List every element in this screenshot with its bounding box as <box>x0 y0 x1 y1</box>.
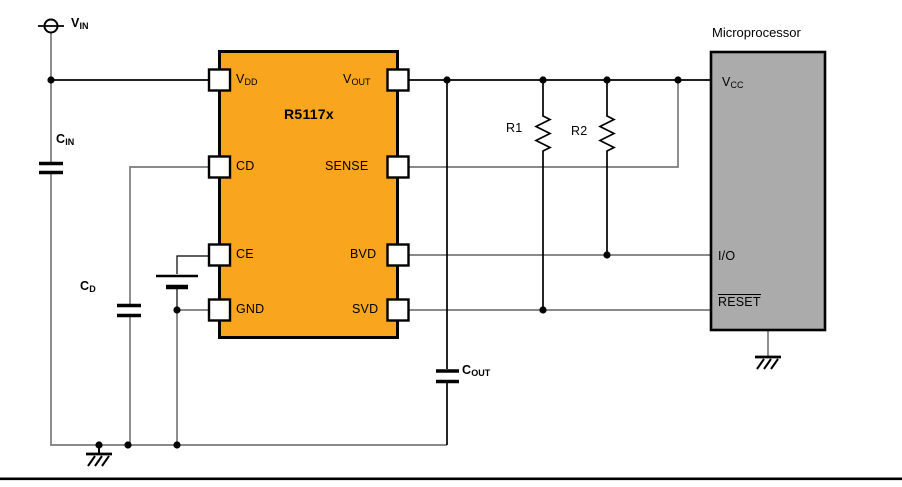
cin-capacitor <box>39 161 63 175</box>
ic-pin-label-gnd: GND <box>236 302 265 316</box>
microprocessor-title: Microprocessor <box>712 25 801 40</box>
gray-wires <box>50 33 769 446</box>
r1-resistor <box>534 80 552 310</box>
ic-pin-squares <box>207 68 410 322</box>
vin-label: VIN <box>71 16 89 31</box>
pin-square-gnd <box>207 298 232 322</box>
junction-dot <box>124 441 132 449</box>
junction-dots <box>47 76 682 449</box>
r1-resistor-path <box>534 80 552 310</box>
ic-pin-label-cd: CD <box>236 159 255 173</box>
wire-ce-net <box>176 255 208 274</box>
micro-pin-label-vcc: VCC <box>722 75 744 90</box>
ic-pin-label-bvd: BVD <box>350 247 377 261</box>
junction-dot <box>95 441 103 449</box>
ic-pin-label-sense: SENSE <box>325 159 369 173</box>
cd-label: CD <box>80 279 96 294</box>
junction-dot <box>539 76 547 84</box>
vin-terminal <box>38 18 64 34</box>
ic-block <box>218 50 399 339</box>
r2-resistor-path <box>598 80 616 255</box>
micro-pin-label-reset: RESET <box>718 294 761 309</box>
junction-dot <box>173 441 181 449</box>
wire-sense-net <box>409 80 679 168</box>
wire-left-and-bottom-rail <box>50 172 447 446</box>
cout-capacitor <box>436 369 459 384</box>
microprocessor-block <box>709 50 827 332</box>
cout-label: COUT <box>462 363 491 378</box>
wire-cd-net <box>129 166 208 304</box>
battery-symbol <box>156 274 198 290</box>
ground-left-hatches <box>87 455 110 467</box>
cin-label: CIN <box>56 132 75 147</box>
junction-dot <box>443 76 451 84</box>
micro-pin-label-io: I/O <box>718 249 736 263</box>
pin-square-vout <box>386 68 410 92</box>
junction-dot <box>47 76 55 84</box>
ground-symbol-micro <box>755 355 781 370</box>
ic-title: R5117x <box>283 106 335 122</box>
ic-pin-label-vdd: VDD <box>236 72 258 87</box>
pin-square-ce <box>207 243 232 267</box>
pin-square-svd <box>386 298 410 322</box>
pin-square-vdd <box>207 68 232 92</box>
ic-pin-label-ce: CE <box>236 247 254 261</box>
ic-pin-label-svd: SVD <box>352 302 379 316</box>
pin-square-bvd <box>386 243 410 267</box>
r2-label: R2 <box>571 124 588 138</box>
ground-micro-hatches <box>756 358 779 370</box>
junction-dot <box>603 76 611 84</box>
junction-dot <box>674 76 682 84</box>
vin-terminal-circle <box>43 18 59 34</box>
black-wires <box>51 79 711 445</box>
junction-dot <box>173 306 181 314</box>
junction-dot <box>539 306 547 314</box>
ic-pin-label-vout: VOUT <box>343 72 371 87</box>
pin-square-sense <box>386 155 410 179</box>
cd-capacitor <box>117 303 141 318</box>
pin-square-cd <box>207 155 232 179</box>
page-footer-rule <box>0 477 902 481</box>
r1-label: R1 <box>506 121 523 135</box>
r2-resistor <box>598 80 616 255</box>
junction-dot <box>603 251 611 259</box>
